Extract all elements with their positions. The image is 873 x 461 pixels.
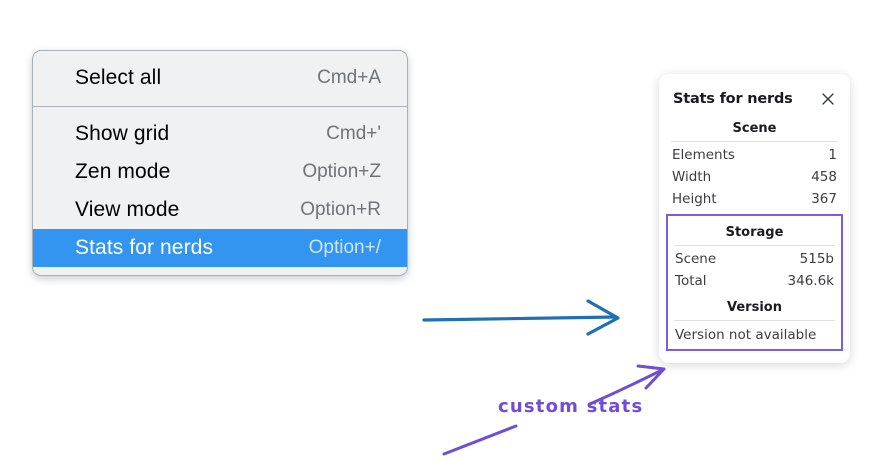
stats-section-storage: Storage Scene 515b Total 346.6k <box>668 217 841 292</box>
menu-item-view-mode[interactable]: View mode Option+R <box>33 191 407 229</box>
menu-item-shortcut: Cmd+A <box>317 67 381 88</box>
menu-item-select-all[interactable]: Select all Cmd+A <box>33 59 407 97</box>
callout-label: custom stats <box>498 396 644 417</box>
section-heading-storage: Storage <box>725 225 784 240</box>
context-menu-group-2: Show grid Cmd+' Zen mode Option+Z View m… <box>33 107 407 275</box>
menu-item-label: Stats for nerds <box>75 236 214 259</box>
menu-item-label: Select all <box>75 66 162 89</box>
stats-panel-header: Stats for nerds <box>659 86 850 112</box>
stat-row-storage-total: Total 346.6k <box>668 270 841 292</box>
stat-key: Height <box>672 191 717 207</box>
stats-panel-title: Stats for nerds <box>673 91 793 107</box>
section-rule <box>674 320 835 321</box>
menu-divider <box>33 106 407 107</box>
custom-stats-highlight-region: Storage Scene 515b Total 346.6k Version … <box>666 214 843 351</box>
menu-item-show-grid[interactable]: Show grid Cmd+' <box>33 115 407 153</box>
section-rule <box>674 245 835 246</box>
stat-value: 515b <box>799 251 834 267</box>
menu-item-stats-for-nerds[interactable]: Stats for nerds Option+/ <box>33 229 407 267</box>
menu-item-shortcut: Option+Z <box>302 161 381 182</box>
stat-row-storage-scene: Scene 515b <box>668 248 841 270</box>
stat-key: Elements <box>672 147 735 163</box>
stat-value: 367 <box>811 191 837 207</box>
flow-arrow-icon <box>422 299 620 336</box>
menu-item-zen-mode[interactable]: Zen mode Option+Z <box>33 153 407 191</box>
section-heading-scene: Scene <box>732 121 777 136</box>
context-menu[interactable]: Select all Cmd+A Show grid Cmd+' Zen mod… <box>32 50 408 276</box>
stat-row-elements: Elements 1 <box>659 144 850 166</box>
menu-item-shortcut: Option+R <box>300 199 381 220</box>
stat-row-height: Height 367 <box>659 188 850 210</box>
stat-key: Width <box>672 169 712 185</box>
stat-value: 346.6k <box>787 273 834 289</box>
stat-key: Total <box>675 273 707 289</box>
menu-item-label: View mode <box>75 198 180 221</box>
close-icon[interactable] <box>819 90 837 108</box>
stats-for-nerds-panel[interactable]: Stats for nerds Scene Elements 1 Width 4… <box>659 74 850 363</box>
stat-row-width: Width 458 <box>659 166 850 188</box>
menu-item-shortcut: Cmd+' <box>326 123 381 144</box>
context-menu-group-1: Select all Cmd+A <box>33 51 407 106</box>
stats-section-version: Version Version not available <box>668 292 841 345</box>
menu-item-shortcut: Option+/ <box>308 237 381 258</box>
section-rule <box>671 141 838 142</box>
stat-value: 1 <box>828 147 837 163</box>
version-text: Version not available <box>675 327 817 343</box>
stat-value: 458 <box>811 169 837 185</box>
section-heading-version: Version <box>727 300 782 315</box>
menu-item-label: Zen mode <box>75 160 171 183</box>
menu-item-label: Show grid <box>75 122 170 145</box>
stats-section-scene: Scene Elements 1 Width 458 Height 367 <box>659 112 850 210</box>
stat-key: Scene <box>675 251 717 267</box>
